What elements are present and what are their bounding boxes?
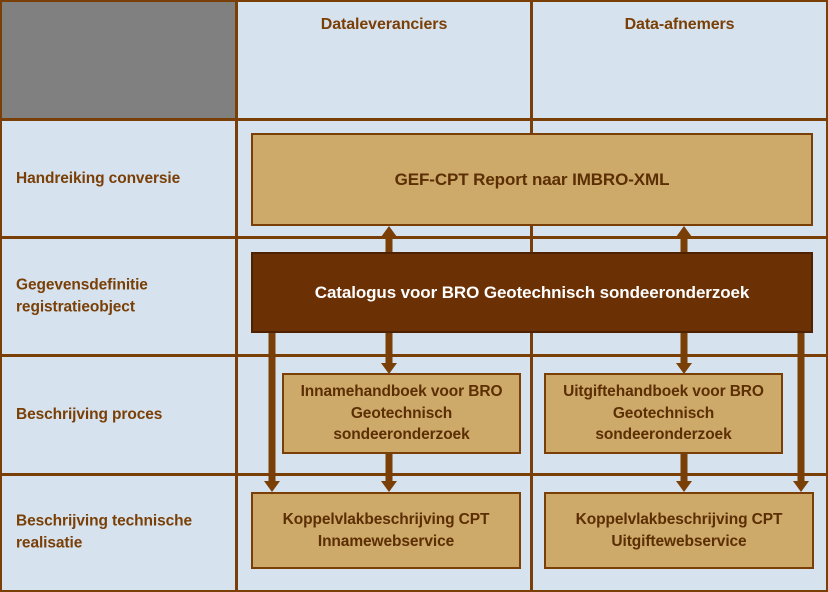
- box-uitgiftehandboek[interactable]: Uitgiftehandboek voor BRO Geotechnisch s…: [544, 373, 783, 454]
- arrow-catalogus-to-koppelvlak-inname: [261, 332, 283, 492]
- arrow-catalogus-to-koppelvlak-uitgifte: [790, 332, 812, 492]
- column-header-label-dataleveranciers: Dataleveranciers: [320, 16, 448, 33]
- row-label-beschrijving-technische-realisatie: Beschrijving technische realisatie: [16, 512, 193, 552]
- box-label-innamehandboek: Innamehandboek voor BRO Geotechnisch son…: [300, 383, 503, 444]
- box-gef-cpt-report[interactable]: GEF-CPT Report naar IMBRO-XML: [251, 133, 813, 226]
- box-label-koppelvlak-inname: Koppelvlakbeschrijving CPT Innamewebserv…: [282, 511, 490, 550]
- arrow-uitgiftehandboek-to-koppelvlak-uitgifte: [673, 453, 695, 492]
- row-label-cell-handreiking-conversie: Handreiking conversie: [0, 119, 237, 238]
- box-label-koppelvlak-uitgifte: Koppelvlakbeschrijving CPT Uitgiftewebse…: [575, 511, 783, 550]
- box-catalogus[interactable]: Catalogus voor BRO Geotechnisch sondeero…: [251, 252, 813, 333]
- column-header-label-data-afnemers: Data-afnemers: [624, 16, 735, 33]
- box-koppelvlak-uitgifte[interactable]: Koppelvlakbeschrijving CPT Uitgiftewebse…: [544, 492, 814, 569]
- box-label-uitgiftehandboek: Uitgiftehandboek voor BRO Geotechnisch s…: [563, 383, 764, 444]
- box-innamehandboek[interactable]: Innamehandboek voor BRO Geotechnisch son…: [282, 373, 521, 454]
- box-koppelvlak-inname[interactable]: Koppelvlakbeschrijving CPT Innamewebserv…: [251, 492, 521, 569]
- row-label-handreiking-conversie: Handreiking conversie: [16, 169, 181, 187]
- arrow-catalogus-to-innamehandboek: [378, 332, 400, 374]
- arrow-innamehandboek-to-koppelvlak-inname: [378, 453, 400, 492]
- corner-cell: [0, 0, 237, 120]
- box-label-catalogus: Catalogus voor BRO Geotechnisch sondeero…: [314, 282, 750, 302]
- row-label-cell-beschrijving-proces: Beschrijving proces: [0, 355, 237, 475]
- arrow-catalogus-to-uitgiftehandboek: [673, 332, 695, 374]
- column-header-cell-data-afnemers: Data-afnemers: [531, 0, 828, 120]
- row-label-cell-gegevensdefinitie-registratieobject: Gegevensdefinitie registratieobject: [0, 237, 237, 356]
- box-label-gef-cpt-report: GEF-CPT Report naar IMBRO-XML: [394, 169, 670, 189]
- arrow-catalogus-to-gef-right: [673, 226, 695, 258]
- column-header-cell-dataleveranciers: Dataleveranciers: [236, 0, 532, 120]
- row-label-gegevensdefinitie-registratieobject: Gegevensdefinitie registratieobject: [16, 276, 148, 316]
- arrow-catalogus-to-gef-left: [378, 226, 400, 258]
- row-label-beschrijving-proces: Beschrijving proces: [16, 405, 163, 423]
- row-label-cell-beschrijving-technische-realisatie: Beschrijving technische realisatie: [0, 474, 237, 592]
